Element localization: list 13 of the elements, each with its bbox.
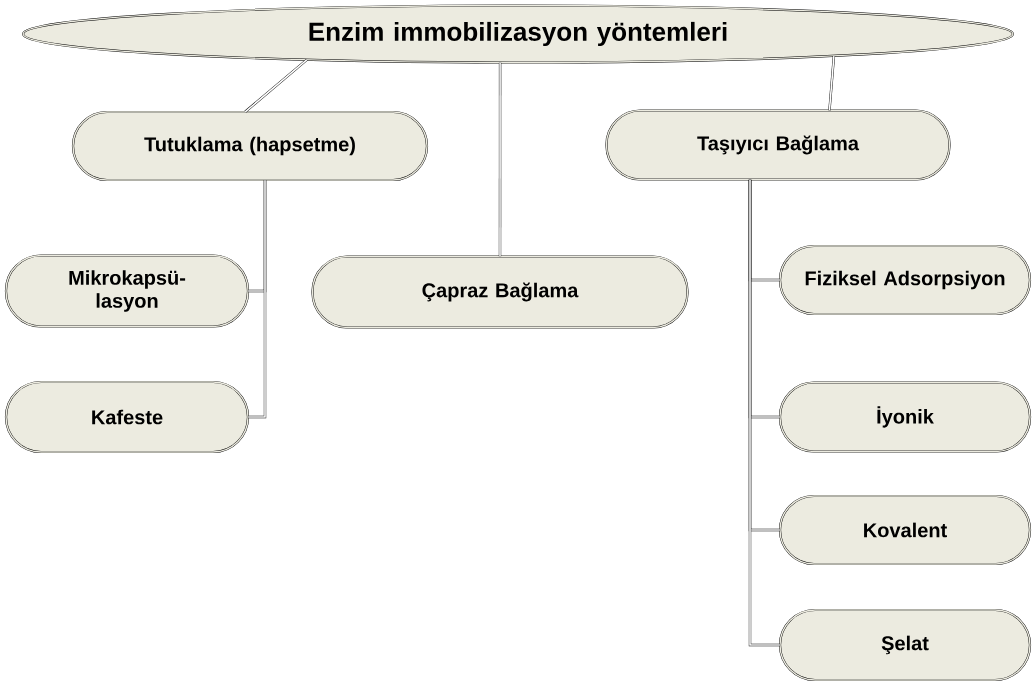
connector-line bbox=[244, 59, 308, 113]
connector-line bbox=[498, 61, 502, 258]
method-box: İyonik bbox=[778, 381, 1032, 453]
method-box: Tutuklama (hapsetme) bbox=[71, 110, 429, 182]
connector-line bbox=[247, 179, 267, 419]
method-box: Kafeste bbox=[4, 380, 250, 454]
method-box: Şelat bbox=[778, 608, 1032, 682]
method-box: Fiziksel Adsorpsiyon bbox=[778, 244, 1032, 316]
method-box: Taşıyıcı Bağlama bbox=[605, 109, 951, 181]
method-box: Kovalent bbox=[778, 494, 1032, 566]
method-box: Çapraz Bağlama bbox=[311, 255, 689, 329]
connector-line bbox=[828, 55, 836, 112]
method-box: Mikrokapsü-lasyon bbox=[4, 254, 250, 328]
